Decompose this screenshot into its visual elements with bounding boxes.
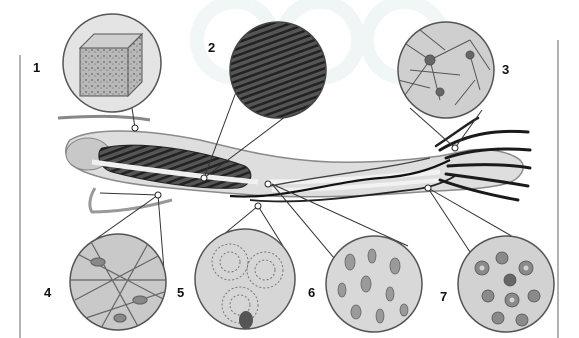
blood-cells-icon — [458, 236, 554, 332]
dot-2 — [201, 175, 207, 181]
label-1: 1 — [33, 60, 40, 75]
tissue-cube-icon — [63, 14, 161, 112]
neuron-icon — [398, 22, 494, 118]
dot-3 — [452, 145, 458, 151]
label-5: 5 — [177, 285, 184, 300]
dot-7 — [425, 185, 431, 191]
label-3: 3 — [502, 62, 509, 77]
shoulder-outline — [58, 116, 150, 120]
callout-7a — [428, 188, 470, 252]
label-6: 6 — [308, 285, 315, 300]
striated-muscle-icon — [230, 22, 326, 118]
osteon-icon — [195, 229, 295, 329]
cartilage-icon — [326, 236, 422, 332]
arm-illustration — [58, 116, 530, 212]
dot-5 — [255, 203, 261, 209]
label-4: 4 — [44, 285, 52, 300]
label-2: 2 — [208, 40, 215, 55]
elbow-point — [265, 181, 271, 187]
dot-1 — [132, 125, 138, 131]
label-7: 7 — [440, 289, 447, 304]
dot-4 — [155, 192, 161, 198]
torso-outline — [90, 188, 172, 212]
torso-link — [100, 193, 158, 195]
fibrous-connective-icon — [70, 234, 170, 330]
